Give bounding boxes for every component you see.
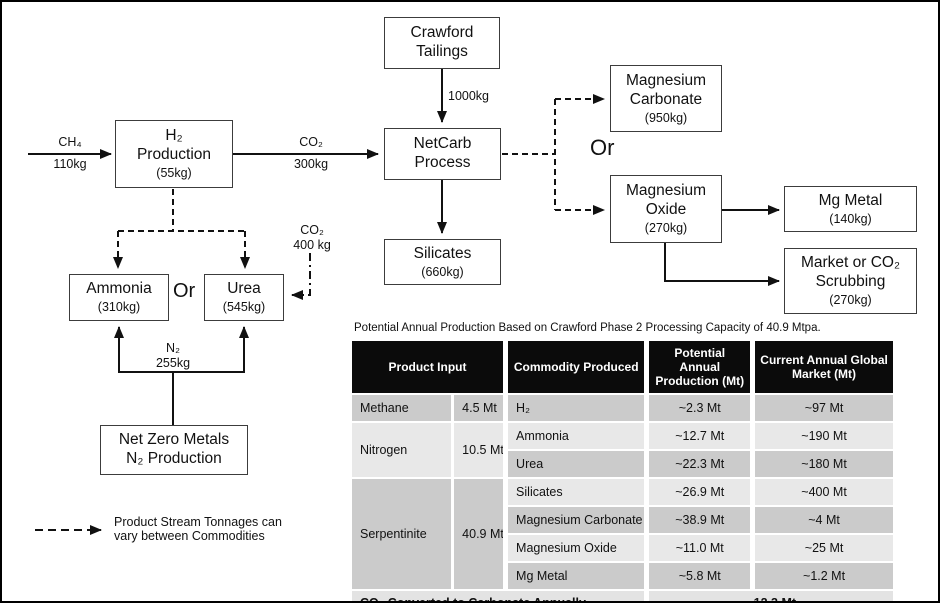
- cell-input-amount: 10.5 Mt: [451, 421, 507, 479]
- table-header-row: Product Input Commodity Produced Potenti…: [350, 339, 896, 395]
- box-label: Crawford Tailings: [410, 24, 474, 60]
- box-label: H₂ Production: [136, 127, 212, 164]
- box-quantity: (140kg): [829, 211, 872, 226]
- col-header-commodity-produced: Commodity Produced: [503, 339, 648, 395]
- box-label: Urea: [227, 280, 261, 298]
- box-urea: Urea (545kg): [204, 274, 284, 321]
- cell-input: Serpentinite: [350, 477, 454, 591]
- box-net-zero-metals: Net Zero Metals N₂ Production: [100, 425, 248, 475]
- cell-input: Methane: [350, 393, 454, 423]
- box-quantity: (950kg): [644, 110, 688, 125]
- cell-market: ~97 Mt: [750, 393, 896, 423]
- arrow-mgo-to-market: [664, 243, 780, 286]
- cell-market: ~25 Mt: [750, 533, 896, 563]
- box-h2-production: H₂ Production (55kg): [115, 120, 233, 188]
- cell-commodity: Urea: [503, 449, 648, 479]
- table-row-urea: Urea ~22.3 Mt ~180 Mt: [351, 449, 896, 479]
- table-title: Potential Annual Production Based on Cra…: [354, 322, 821, 334]
- table-row-h2: Methane 4.5 Mt H₂ ~2.3 Mt ~97 Mt: [350, 393, 896, 423]
- cell-commodity: Magnesium Oxide: [503, 533, 648, 563]
- footer-label: CO₂ Converted to Carbonate Annually: [350, 589, 648, 601]
- production-table: Product Input Commodity Produced Potenti…: [350, 339, 896, 601]
- box-label: Ammonia: [86, 280, 152, 298]
- box-magnesium-oxide: Magnesium Oxide (270kg): [610, 175, 722, 243]
- flow-label-ch4: CH₄ 110kg: [40, 135, 100, 172]
- cell-market: ~400 Mt: [750, 477, 896, 507]
- table-footer-row: CO₂ Converted to Carbonate Annually ~12.…: [350, 589, 896, 601]
- cell-production: ~2.3 Mt: [644, 393, 754, 423]
- box-label: NetCarb Process: [413, 135, 472, 171]
- cell-market: ~180 Mt: [750, 449, 896, 479]
- table-row-mg-metal: Mg Metal ~5.8 Mt ~1.2 Mt: [351, 561, 896, 591]
- cell-production: ~11.0 Mt: [644, 533, 754, 563]
- cell-input-amount: 4.5 Mt: [451, 393, 507, 423]
- box-quantity: (55kg): [156, 166, 192, 181]
- flow-amount: 110kg: [53, 157, 87, 171]
- footer-value: ~12.3 Mt: [644, 589, 896, 601]
- col-header-potential-annual-production: Potential Annual Production (Mt): [644, 339, 754, 395]
- box-ammonia: Ammonia (310kg): [69, 274, 169, 321]
- flow-formula: N₂: [166, 341, 180, 355]
- box-quantity: (660kg): [421, 264, 464, 279]
- cell-input-amount: 40.9 Mt: [451, 477, 507, 591]
- flow-amount: 400 kg: [293, 238, 331, 252]
- flow-label-n2: N₂ 255kg: [143, 341, 203, 371]
- box-market-co2-scrubbing: Market or CO₂ Scrubbing (270kg): [784, 248, 917, 314]
- box-mg-metal: Mg Metal (140kg): [784, 186, 917, 232]
- cell-input: Nitrogen: [350, 421, 454, 479]
- table-row-magnesium-carbonate: Magnesium Carbonate ~38.9 Mt ~4 Mt: [351, 505, 896, 535]
- col-header-current-annual-global-market: Current Annual Global Market (Mt): [750, 339, 896, 395]
- table-row-ammonia: Nitrogen 10.5 Mt Ammonia ~12.7 Mt ~190 M…: [350, 421, 896, 479]
- cell-production: ~12.7 Mt: [644, 421, 754, 451]
- box-quantity: (310kg): [97, 300, 141, 315]
- cell-commodity: H₂: [503, 393, 648, 423]
- cell-market: ~4 Mt: [750, 505, 896, 535]
- box-silicates: Silicates (660kg): [384, 239, 501, 285]
- cell-market: ~190 Mt: [750, 421, 896, 451]
- box-quantity: (270kg): [644, 221, 688, 236]
- flow-formula: CO₂: [299, 135, 323, 149]
- box-crawford-tailings: Crawford Tailings: [384, 17, 500, 69]
- box-netcarb-process: NetCarb Process: [384, 128, 501, 180]
- box-label: Magnesium Oxide: [625, 182, 707, 219]
- or-label-right: Or: [590, 135, 615, 160]
- cell-production: ~22.3 Mt: [644, 449, 754, 479]
- box-label: Market or CO₂ Scrubbing: [800, 254, 901, 291]
- box-magnesium-carbonate: Magnesium Carbonate (950kg): [610, 65, 722, 132]
- table-row-magnesium-oxide: Magnesium Oxide ~11.0 Mt ~25 Mt: [351, 533, 896, 563]
- flow-label-co2-400: CO₂ 400 kg: [282, 223, 342, 253]
- cell-commodity: Ammonia: [503, 421, 648, 451]
- cell-commodity: Mg Metal: [503, 561, 648, 591]
- cell-commodity: Magnesium Carbonate: [503, 505, 648, 535]
- box-label: Magnesium Carbonate: [625, 71, 707, 108]
- cell-production: ~26.9 Mt: [644, 477, 754, 507]
- box-label: Mg Metal: [818, 191, 883, 209]
- box-quantity: (270kg): [829, 293, 872, 308]
- box-label: Net Zero Metals N₂ Production: [118, 431, 230, 467]
- flow-formula: CH₄: [58, 135, 82, 149]
- flow-amount: 255kg: [155, 356, 191, 370]
- cell-commodity: Silicates: [503, 477, 648, 507]
- cell-market: ~1.2 Mt: [750, 561, 896, 591]
- flow-label-co2-300: CO₂ 300kg: [281, 135, 341, 172]
- col-header-product-input: Product Input: [350, 339, 507, 395]
- box-label: Silicates: [413, 244, 472, 262]
- cell-production: ~5.8 Mt: [644, 561, 754, 591]
- flow-amount: 300kg: [293, 157, 329, 171]
- dashdot-co2-to-urea: [291, 253, 311, 300]
- flow-label-1000kg: 1000kg: [448, 89, 490, 103]
- cell-production: ~38.9 Mt: [644, 505, 754, 535]
- table-row-silicates: Serpentinite 40.9 Mt Silicates ~26.9 Mt …: [350, 477, 896, 591]
- legend-text: Product Stream Tonnages can vary between…: [114, 515, 282, 543]
- box-quantity: (545kg): [222, 300, 266, 315]
- or-label-left: Or: [173, 280, 196, 302]
- flow-formula: CO₂: [300, 223, 324, 237]
